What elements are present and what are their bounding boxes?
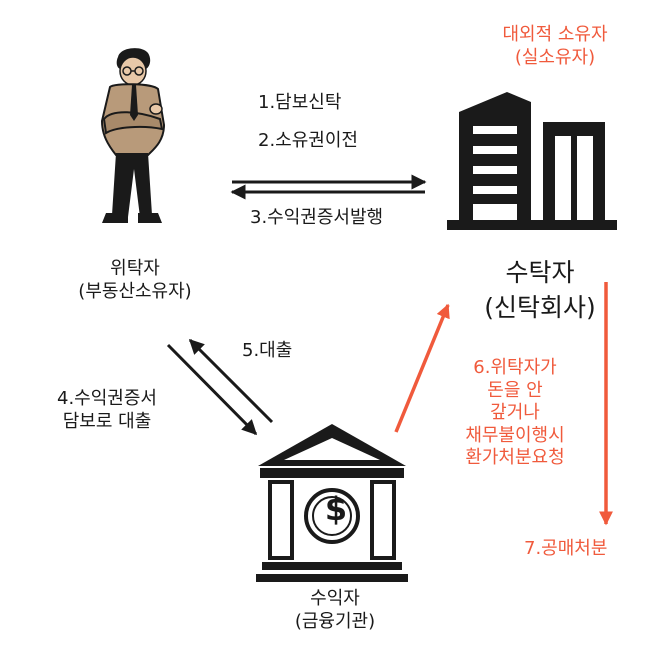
truster-subtitle: (부동산소유자) bbox=[78, 280, 192, 302]
step6-line3: 갚거나 bbox=[490, 402, 540, 423]
external-owner-label: 대외적 소유자 (실소유자) bbox=[470, 24, 640, 69]
arrow-beneficiary-to-truster bbox=[188, 338, 274, 424]
step4-line1: 4.수익권증서 bbox=[57, 388, 157, 409]
dollar-sign-icon: $ bbox=[324, 490, 348, 528]
step5-label: 5.대출 bbox=[242, 340, 293, 361]
step6-line5: 환가처분요청 bbox=[465, 447, 565, 468]
arrow-truster-to-beneficiary bbox=[166, 343, 258, 436]
step6-line1: 6.위탁자가 bbox=[473, 357, 557, 378]
office-building-icon bbox=[447, 92, 617, 230]
trustee-label: 수탁자 (신탁회사) bbox=[440, 255, 640, 325]
step6-label: 6.위탁자가 돈을 안 갚거나 채무불이행시 환가처분요청 bbox=[430, 357, 600, 470]
step6-line2: 돈을 안 bbox=[487, 379, 543, 401]
step3-label: 3.수익권증서발행 bbox=[250, 207, 384, 228]
businessman-icon bbox=[100, 48, 166, 223]
arrow-beneficiary-to-trustee bbox=[394, 303, 450, 433]
beneficiary-label: 수익자 (금융기관) bbox=[240, 588, 430, 633]
step1-label: 1.담보신탁 bbox=[258, 92, 342, 113]
step7-label: 7.공매처분 bbox=[524, 538, 608, 559]
step4-label: 4.수익권증서 담보로 대출 bbox=[22, 388, 192, 433]
truster-name: 위탁자 bbox=[110, 258, 160, 279]
step2-label: 2.소유권이전 bbox=[258, 130, 358, 151]
bank-icon bbox=[256, 424, 408, 582]
beneficiary-subtitle: (금융기관) bbox=[294, 610, 376, 632]
external-owner-line1: 대외적 소유자 bbox=[502, 24, 608, 45]
external-owner-line2: (실소유자) bbox=[514, 46, 596, 68]
step6-line4: 채무불이행시 bbox=[465, 424, 565, 446]
trustee-subtitle: (신탁회사) bbox=[484, 293, 596, 322]
trustee-name: 수탁자 bbox=[505, 258, 575, 287]
step4-line2: 담보로 대출 bbox=[62, 410, 152, 432]
truster-label: 위탁자 (부동산소유자) bbox=[40, 258, 230, 303]
beneficiary-name: 수익자 bbox=[310, 588, 360, 609]
